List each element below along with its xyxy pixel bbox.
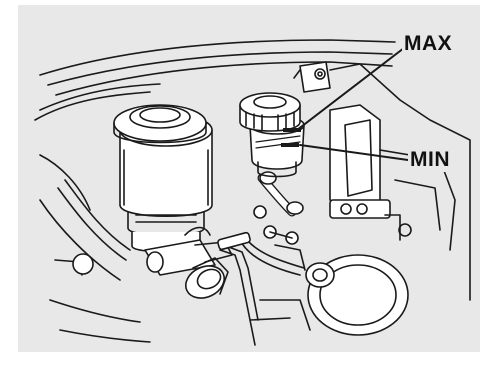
round-housing xyxy=(306,255,408,335)
mount-bracket xyxy=(294,62,330,92)
clutch-fluid-reservoir xyxy=(240,93,304,177)
brake-lines xyxy=(220,206,310,345)
master-cylinder-reservoir xyxy=(114,105,212,252)
reservoir-hose xyxy=(260,172,303,214)
max-level-label: MAX xyxy=(402,32,454,56)
min-level-label: MIN xyxy=(408,148,452,172)
